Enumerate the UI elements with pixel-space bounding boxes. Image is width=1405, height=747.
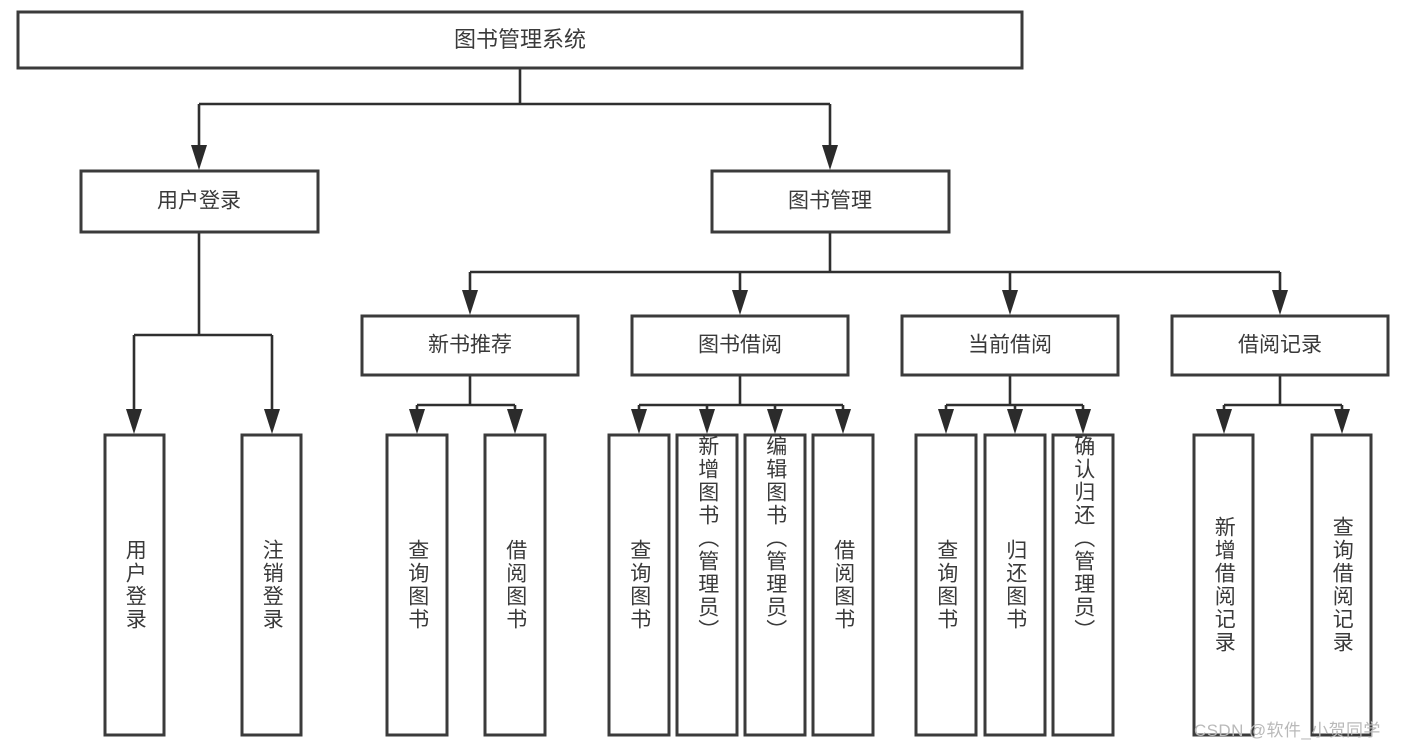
arrow-head-icon xyxy=(1216,409,1232,434)
arrow-head-icon xyxy=(699,409,715,434)
leaf-user-login-login[interactable] xyxy=(103,433,166,737)
node-new-book-recommend-label: 新书推荐 xyxy=(428,334,512,357)
node-user-login-label: 用户登录 xyxy=(157,190,241,213)
arrow-head-icon xyxy=(1007,409,1023,434)
arrow-head-icon xyxy=(1075,409,1091,434)
node-user-login[interactable]: 用户登录 xyxy=(79,169,320,234)
arrow-head-icon xyxy=(126,409,142,434)
node-borrow-record[interactable]: 借阅记录 xyxy=(1170,314,1390,377)
node-root-label: 图书管理系统 xyxy=(454,27,586,52)
leaf-bookborrow-add[interactable] xyxy=(675,433,739,737)
arrow-head-icon xyxy=(507,409,523,434)
node-new-book-recommend[interactable]: 新书推荐 xyxy=(360,314,580,377)
arrow-head-icon xyxy=(822,145,838,170)
connector-currentborrow-to-leaves xyxy=(938,375,1091,434)
node-book-management[interactable]: 图书管理 xyxy=(710,169,951,234)
arrow-head-icon xyxy=(938,409,954,434)
node-current-borrow-label: 当前借阅 xyxy=(968,334,1052,357)
connector-userlogin-to-leaves xyxy=(126,232,280,434)
arrow-head-icon xyxy=(1272,290,1288,315)
leaf-currentborrow-return[interactable] xyxy=(983,433,1047,737)
arrow-head-icon xyxy=(767,409,783,434)
node-book-borrow-label: 图书借阅 xyxy=(698,334,782,357)
leaf-newbook-query[interactable] xyxy=(385,433,449,737)
arrow-head-icon xyxy=(835,409,851,434)
leaf-borrowrecord-query[interactable] xyxy=(1310,433,1373,737)
node-book-borrow[interactable]: 图书借阅 xyxy=(630,314,850,377)
connector-bookborrow-to-leaves xyxy=(631,375,851,434)
leaf-borrowrecord-add[interactable] xyxy=(1192,433,1255,737)
arrow-head-icon xyxy=(191,145,207,170)
leaf-currentborrow-query[interactable] xyxy=(914,433,978,737)
leaf-bookborrow-query[interactable] xyxy=(607,433,671,737)
arrow-head-icon xyxy=(462,290,478,315)
connector-bookmgmt-to-level3 xyxy=(462,232,1288,315)
node-book-management-label: 图书管理 xyxy=(788,190,872,213)
connector-newbook-to-leaves xyxy=(409,375,523,434)
arrow-head-icon xyxy=(1002,290,1018,315)
node-root[interactable]: 图书管理系统 xyxy=(16,10,1024,70)
leaf-bookborrow-borrow[interactable] xyxy=(811,433,875,737)
leaf-newbook-borrow[interactable] xyxy=(483,433,547,737)
arrow-head-icon xyxy=(1334,409,1350,434)
watermark: CSDN @软件_小贺同学 xyxy=(1194,721,1381,740)
leaf-currentborrow-confirm[interactable] xyxy=(1051,433,1115,737)
arrow-head-icon xyxy=(631,409,647,434)
arrow-head-icon xyxy=(409,409,425,434)
node-current-borrow[interactable]: 当前借阅 xyxy=(900,314,1120,377)
node-borrow-record-label: 借阅记录 xyxy=(1238,334,1322,357)
arrow-head-icon xyxy=(732,290,748,315)
connector-root-to-level2 xyxy=(191,68,838,170)
leaf-bookborrow-edit[interactable] xyxy=(743,433,807,737)
connector-borrowrecord-to-leaves xyxy=(1216,375,1350,434)
leaf-user-login-logout[interactable] xyxy=(240,433,303,737)
arrow-head-icon xyxy=(264,409,280,434)
